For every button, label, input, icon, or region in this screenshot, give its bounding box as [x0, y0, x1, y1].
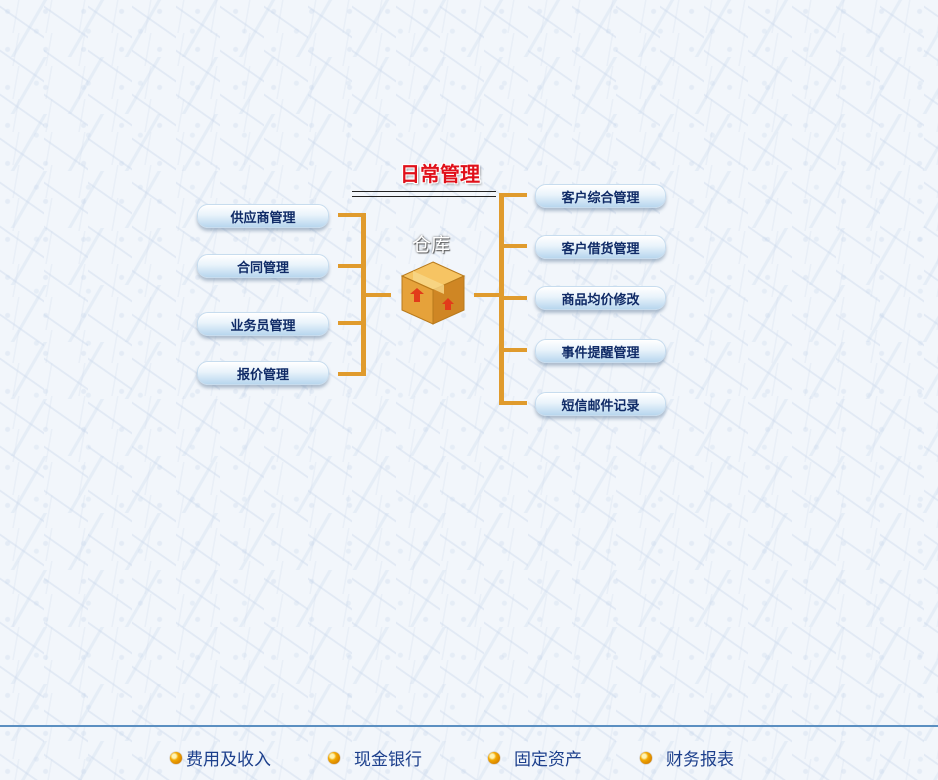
footer-link-expenses[interactable]: 费用及收入: [170, 745, 271, 770]
right-connector-tick: [502, 296, 527, 300]
supplier-management-button[interactable]: 供应商管理: [197, 204, 329, 228]
left-connector-tick: [338, 372, 364, 376]
left-connector-tick: [338, 213, 364, 217]
right-connector-from-center: [474, 293, 502, 297]
footer-link-label: 现金银行: [354, 750, 422, 770]
footer-link-fixed-assets[interactable]: 固定资产: [488, 745, 582, 770]
left-connector-tick: [338, 321, 364, 325]
event-reminder-button[interactable]: 事件提醒管理: [535, 339, 666, 363]
quotation-management-button[interactable]: 报价管理: [197, 361, 329, 385]
orange-bullet-icon: [640, 751, 652, 764]
right-connector-tick: [502, 244, 527, 248]
customer-overview-button[interactable]: 客户综合管理: [535, 184, 666, 208]
customer-loan-button[interactable]: 客户借货管理: [535, 235, 666, 259]
section-title-underline: [352, 191, 496, 197]
footer-link-label: 费用及收入: [186, 750, 271, 770]
warehouse-box-icon-graphic: [400, 261, 466, 325]
footer-link-financial-reports[interactable]: 财务报表: [640, 745, 734, 770]
left-connector-tick: [338, 264, 364, 268]
orange-bullet-icon: [328, 751, 340, 764]
contract-management-button[interactable]: 合同管理: [197, 254, 329, 278]
warehouse-box-icon[interactable]: [398, 258, 468, 328]
footer-divider: [0, 725, 938, 727]
warehouse-label: 仓库: [412, 234, 451, 256]
footer-link-cash-bank[interactable]: 现金银行: [328, 745, 422, 770]
right-connector-vertical: [499, 193, 504, 405]
right-connector-tick: [502, 348, 527, 352]
orange-bullet-icon: [170, 751, 182, 764]
salesperson-management-button[interactable]: 业务员管理: [197, 312, 329, 336]
left-connector-to-center: [363, 293, 391, 297]
right-connector-tick: [502, 401, 527, 405]
average-price-edit-button[interactable]: 商品均价修改: [535, 286, 666, 310]
right-connector-tick: [502, 193, 527, 197]
footer-link-label: 财务报表: [666, 750, 734, 770]
footer-link-label: 固定资产: [514, 750, 582, 770]
section-title: 日常管理: [400, 162, 480, 186]
orange-bullet-icon: [488, 751, 500, 764]
sms-email-log-button[interactable]: 短信邮件记录: [535, 392, 666, 416]
